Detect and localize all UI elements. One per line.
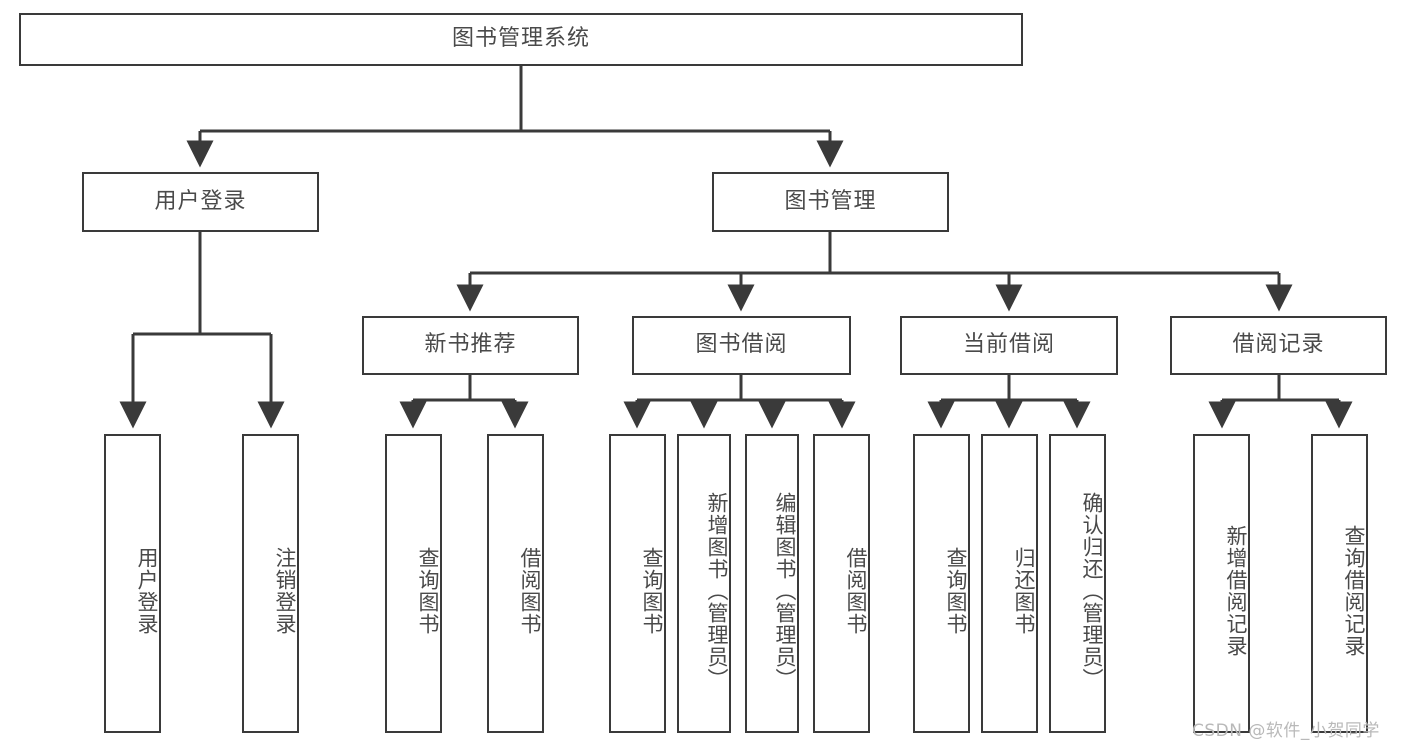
node-root-system[interactable]: 图书管理系统 [19, 13, 1023, 66]
node-user-login[interactable]: 用户登录 [82, 172, 319, 232]
leaf-user-login-logout[interactable]: 注销登录 [242, 434, 299, 733]
node-new-book-recommend[interactable]: 新书推荐 [362, 316, 579, 375]
node-label: 图书管理 [784, 188, 877, 214]
leaf-new-book-query[interactable]: 查询图书 [385, 434, 442, 733]
node-current-borrow[interactable]: 当前借阅 [900, 316, 1118, 375]
node-label: 注销登录 [273, 546, 297, 635]
leaf-current-borrow-return[interactable]: 归还图书 [981, 434, 1038, 733]
node-label: 查询图书 [640, 546, 664, 635]
node-label: 编辑图书（管理员） [773, 491, 797, 690]
leaf-current-borrow-query[interactable]: 查询图书 [913, 434, 970, 733]
node-label: 借阅图书 [844, 546, 868, 635]
node-label: 新增借阅记录 [1224, 524, 1248, 657]
leaf-borrow-record-add[interactable]: 新增借阅记录 [1193, 434, 1250, 733]
node-book-borrow[interactable]: 图书借阅 [632, 316, 851, 375]
node-label: 图书借阅 [695, 332, 788, 358]
leaf-borrow-record-query[interactable]: 查询借阅记录 [1311, 434, 1368, 733]
node-label: 图书管理系统 [451, 26, 590, 52]
leaf-book-borrow-edit[interactable]: 编辑图书（管理员） [745, 434, 799, 733]
node-book-management[interactable]: 图书管理 [712, 172, 949, 232]
node-label: 借阅图书 [518, 546, 542, 635]
node-label: 借阅记录 [1232, 332, 1325, 358]
node-label: 归还图书 [1012, 546, 1036, 635]
node-borrow-record[interactable]: 借阅记录 [1170, 316, 1387, 375]
leaf-book-borrow-add[interactable]: 新增图书（管理员） [677, 434, 731, 733]
node-label: 查询图书 [944, 546, 968, 635]
node-label: 查询图书 [416, 546, 440, 635]
leaf-book-borrow-borrow[interactable]: 借阅图书 [813, 434, 870, 733]
node-label: 用户登录 [135, 546, 159, 635]
node-label: 查询借阅记录 [1342, 524, 1366, 657]
node-label: 新书推荐 [424, 332, 517, 358]
leaf-current-borrow-confirm-return[interactable]: 确认归还（管理员） [1049, 434, 1106, 733]
leaf-new-book-borrow[interactable]: 借阅图书 [487, 434, 544, 733]
node-label: 用户登录 [154, 188, 247, 214]
node-label: 当前借阅 [962, 332, 1055, 358]
watermark-text: CSDN @软件_小贺同学 [1192, 721, 1380, 741]
leaf-book-borrow-query[interactable]: 查询图书 [609, 434, 666, 733]
node-label: 新增图书（管理员） [705, 491, 729, 690]
leaf-user-login-login[interactable]: 用户登录 [104, 434, 161, 733]
node-label: 确认归还（管理员） [1080, 491, 1104, 690]
